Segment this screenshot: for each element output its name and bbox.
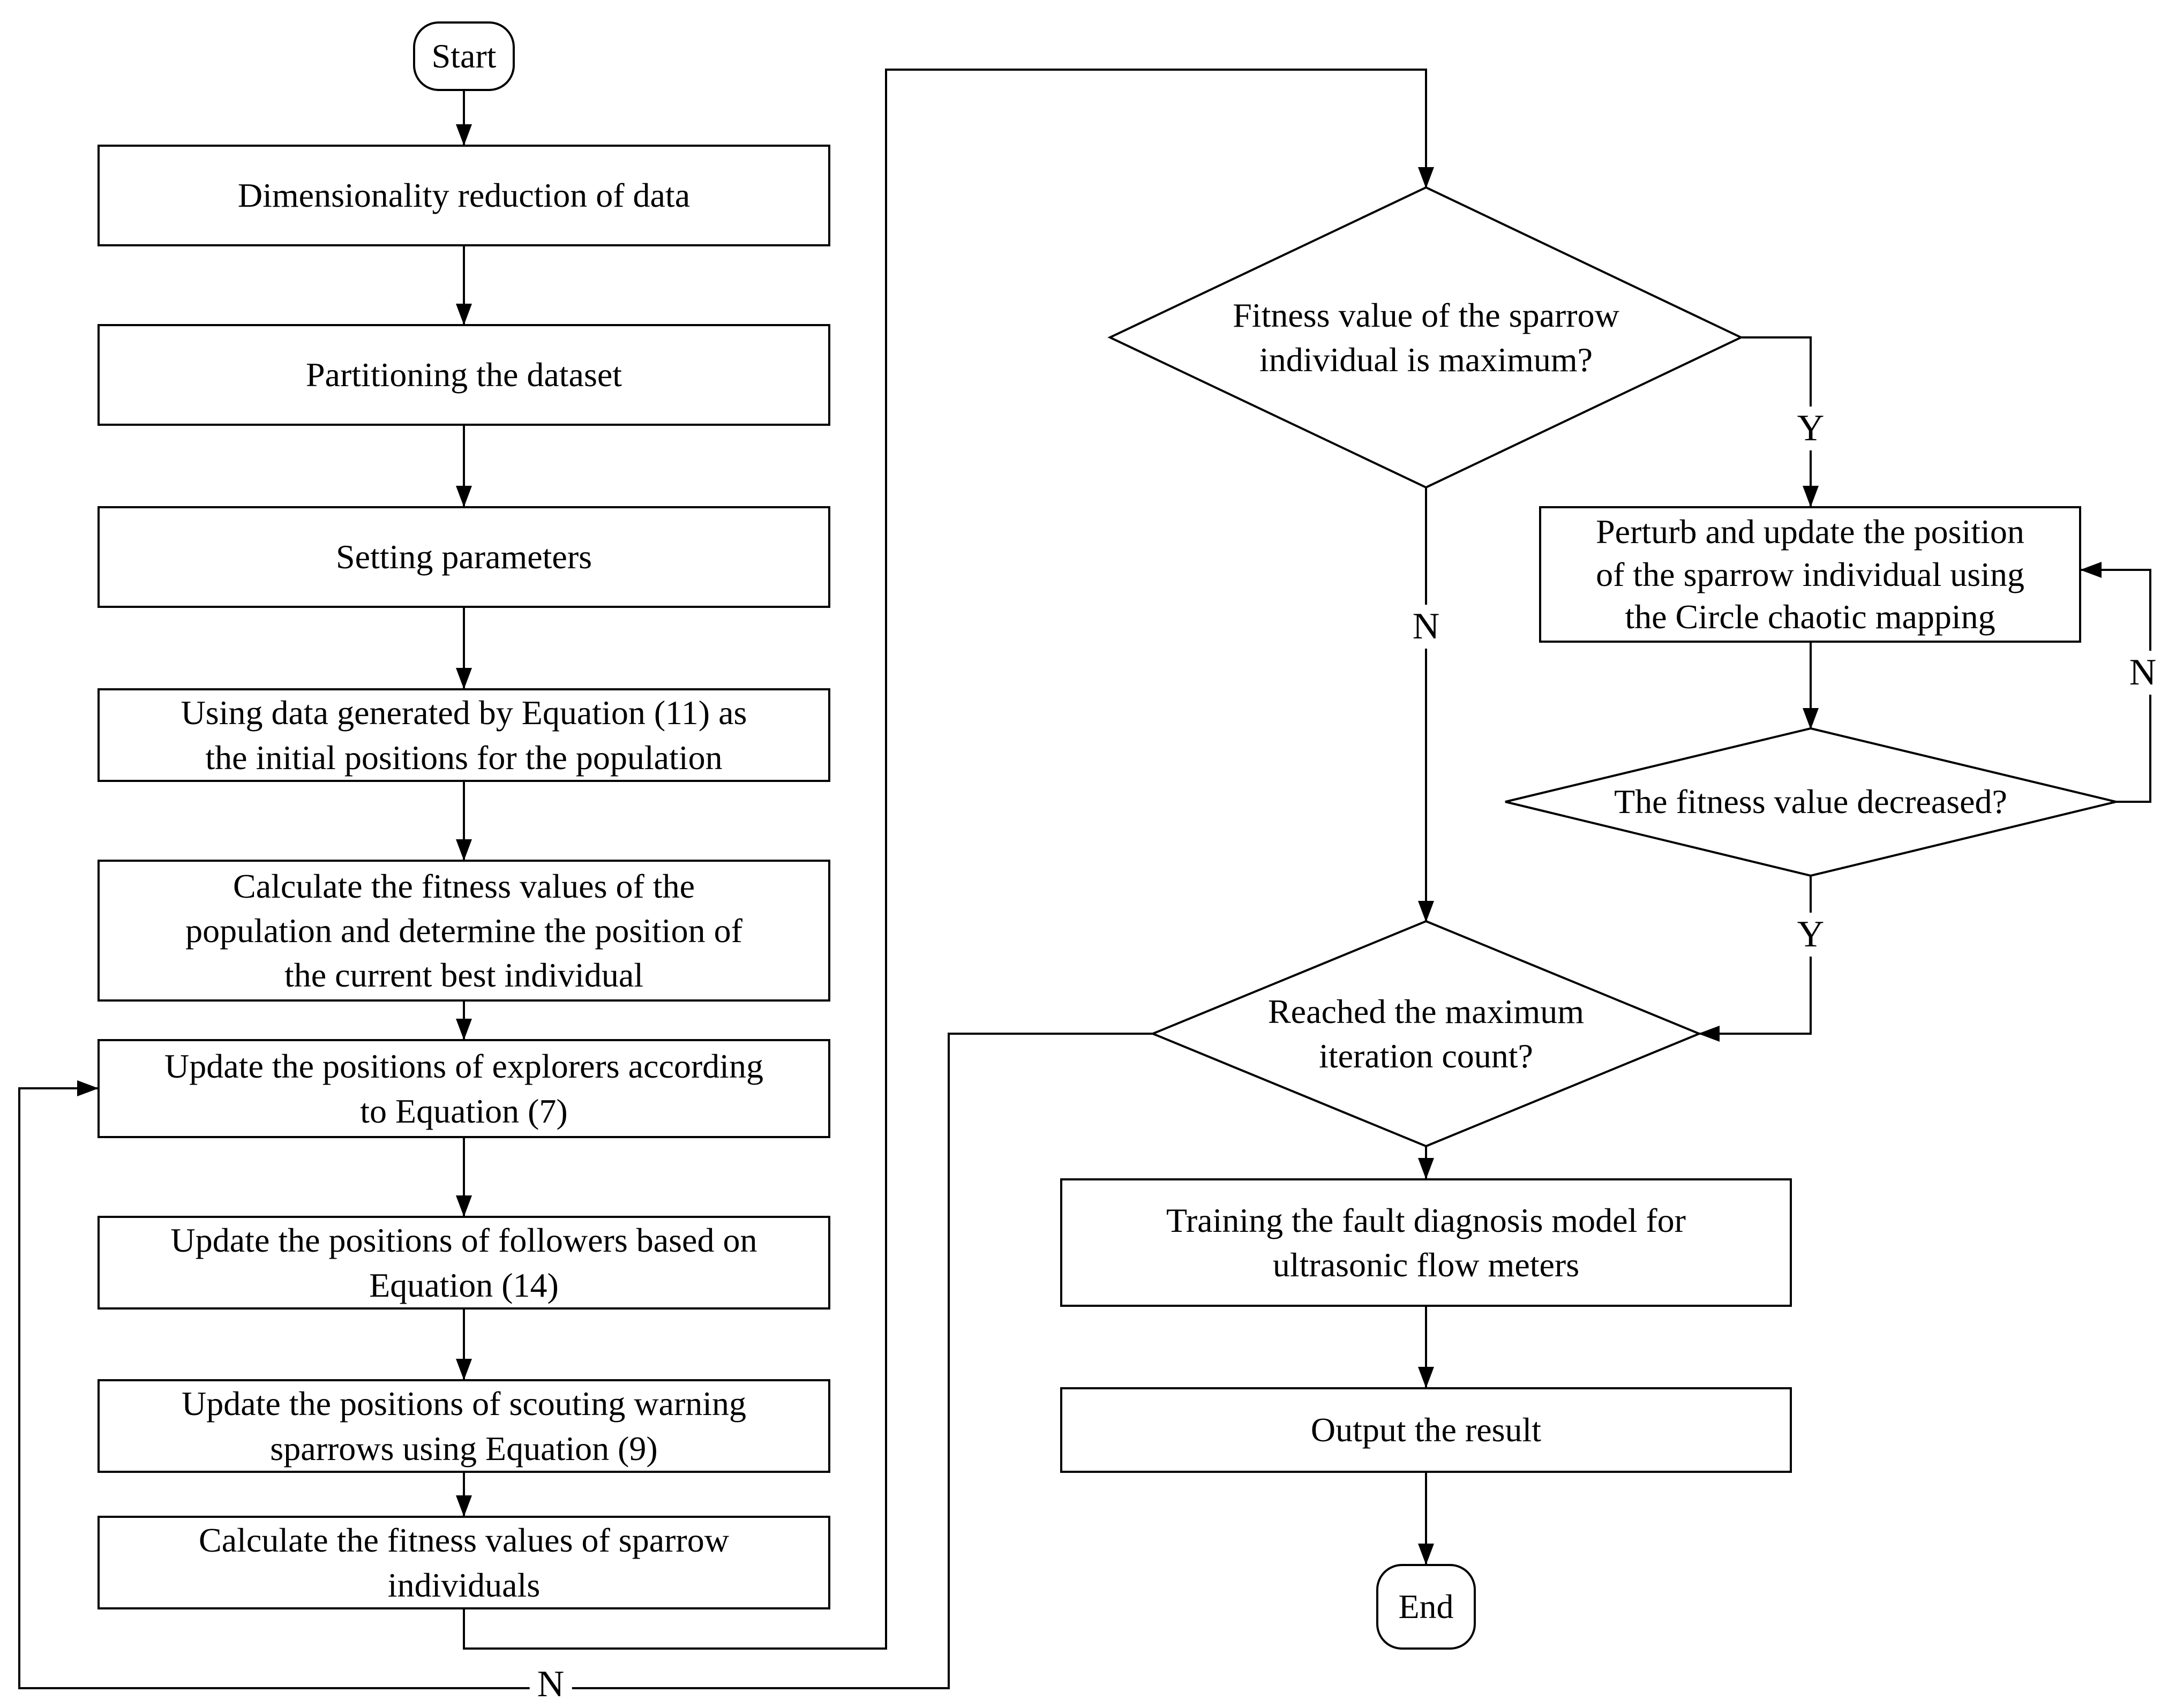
node-training-model: Training the fault diagnosis model for u… bbox=[1060, 1178, 1792, 1307]
node-update-explorers: Update the positions of explorers accord… bbox=[97, 1039, 830, 1138]
edge-calc-individuals-to-fitness-max bbox=[463, 69, 1434, 1650]
decision-fitness-decreased-shape bbox=[1505, 727, 2117, 877]
edge-label-fitness-max-no: N bbox=[1405, 605, 1447, 649]
decision-max-iteration-shape bbox=[1150, 920, 1702, 1148]
node-initial-positions: Using data generated by Equation (11) as… bbox=[97, 688, 830, 782]
node-fitness-decreased-label: The fitness value decreased? bbox=[1614, 782, 2007, 821]
edge-label-max-iteration-no: N bbox=[529, 1662, 572, 1706]
edge-label-fitness-decreased-yes: Y bbox=[1789, 913, 1832, 957]
edge-max-iteration-no-loop-to-explorers bbox=[18, 1033, 1153, 1689]
node-calc-fitness-population: Calculate the fitness values of the popu… bbox=[97, 860, 830, 1002]
node-update-followers: Update the positions of followers based … bbox=[97, 1216, 830, 1310]
node-output-result: Output the result bbox=[1060, 1387, 1792, 1473]
edge-label-fitness-max-yes: Y bbox=[1789, 407, 1832, 450]
node-start: Start bbox=[413, 21, 515, 91]
node-end: End bbox=[1376, 1564, 1476, 1650]
node-dimensionality-reduction: Dimensionality reduction of data bbox=[97, 145, 830, 246]
node-update-scouts: Update the positions of scouting warning… bbox=[97, 1379, 830, 1473]
node-fitness-max-label: Fitness value of the sparrow individual … bbox=[1233, 296, 1619, 379]
decision-fitness-max-shape bbox=[1107, 186, 1744, 489]
node-calc-fitness-individuals: Calculate the fitness values of sparrow … bbox=[97, 1516, 830, 1609]
node-perturb-update: Perturb and update the position of the s… bbox=[1539, 506, 2081, 643]
node-max-iteration-label: Reached the maximum iteration count? bbox=[1267, 992, 1585, 1075]
node-partitioning-dataset: Partitioning the dataset bbox=[97, 324, 830, 426]
edge-label-fitness-decreased-no: N bbox=[2121, 651, 2161, 695]
node-setting-parameters: Setting parameters bbox=[97, 506, 830, 608]
